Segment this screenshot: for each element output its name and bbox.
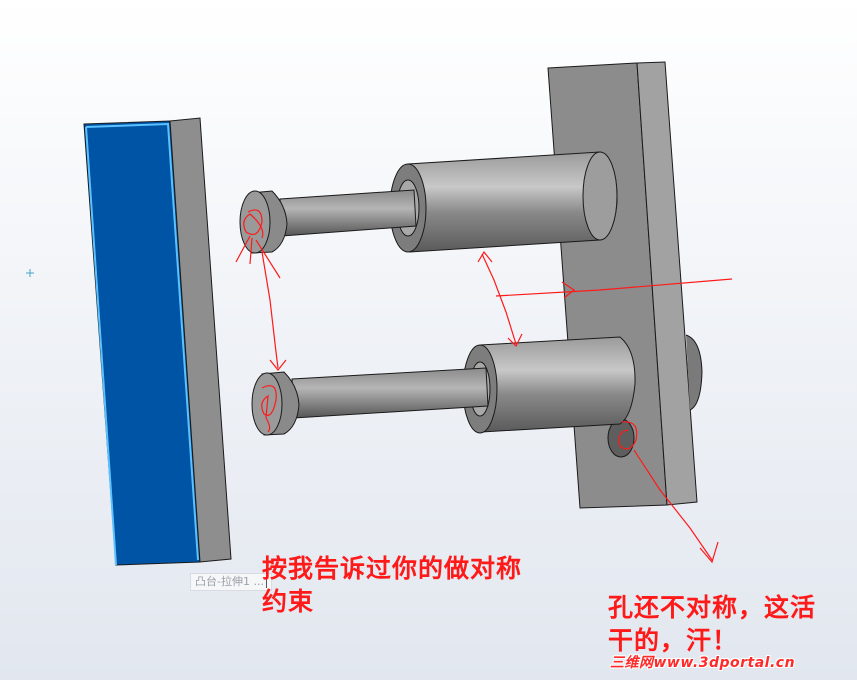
- sketch-marks: [235, 209, 733, 564]
- annotation-right-line1: 孔还不对称，这活: [608, 593, 817, 622]
- origin-marker: [26, 269, 34, 277]
- text-cursor: [265, 576, 267, 588]
- annotation-right-line2: 干的，汗！: [608, 626, 739, 655]
- site-watermark: 三维网www.3dportal.cn: [610, 655, 796, 671]
- feature-tooltip: 凸台-拉伸1 ...: [190, 573, 272, 591]
- rear-boss: [685, 334, 703, 411]
- left-plate[interactable]: [83, 117, 232, 566]
- annotation-symmetric-constraint: 按我告诉过你的做对称 约束: [262, 552, 562, 618]
- bottom-rod[interactable]: [251, 367, 489, 436]
- link-line-left: [261, 251, 287, 371]
- link-line-middle: [477, 250, 523, 348]
- top-rod[interactable]: [239, 189, 417, 254]
- circle-mark-hole: [618, 421, 638, 450]
- horizontal-line: [495, 278, 733, 299]
- top-cylinder[interactable]: [389, 151, 618, 253]
- circle-mark-bottom: [261, 385, 277, 433]
- right-plate-side[interactable]: [636, 61, 698, 506]
- annotation-hole-not-symmetric: 孔还不对称，这活 干的，汗！: [608, 591, 857, 657]
- left-plate-side[interactable]: [169, 117, 232, 563]
- circle-mark-top: [243, 209, 264, 239]
- arrow-mark-top: [235, 235, 281, 279]
- bottom-cylinder[interactable]: [462, 336, 636, 434]
- arrow-mark-hole: [633, 449, 719, 564]
- right-plate[interactable]: [547, 61, 703, 509]
- annotation-left-line2: 约束: [262, 587, 315, 616]
- annotation-left-line1: 按我告诉过你的做对称: [262, 554, 523, 583]
- tooltip-text: 凸台-拉伸1 ...: [195, 575, 264, 588]
